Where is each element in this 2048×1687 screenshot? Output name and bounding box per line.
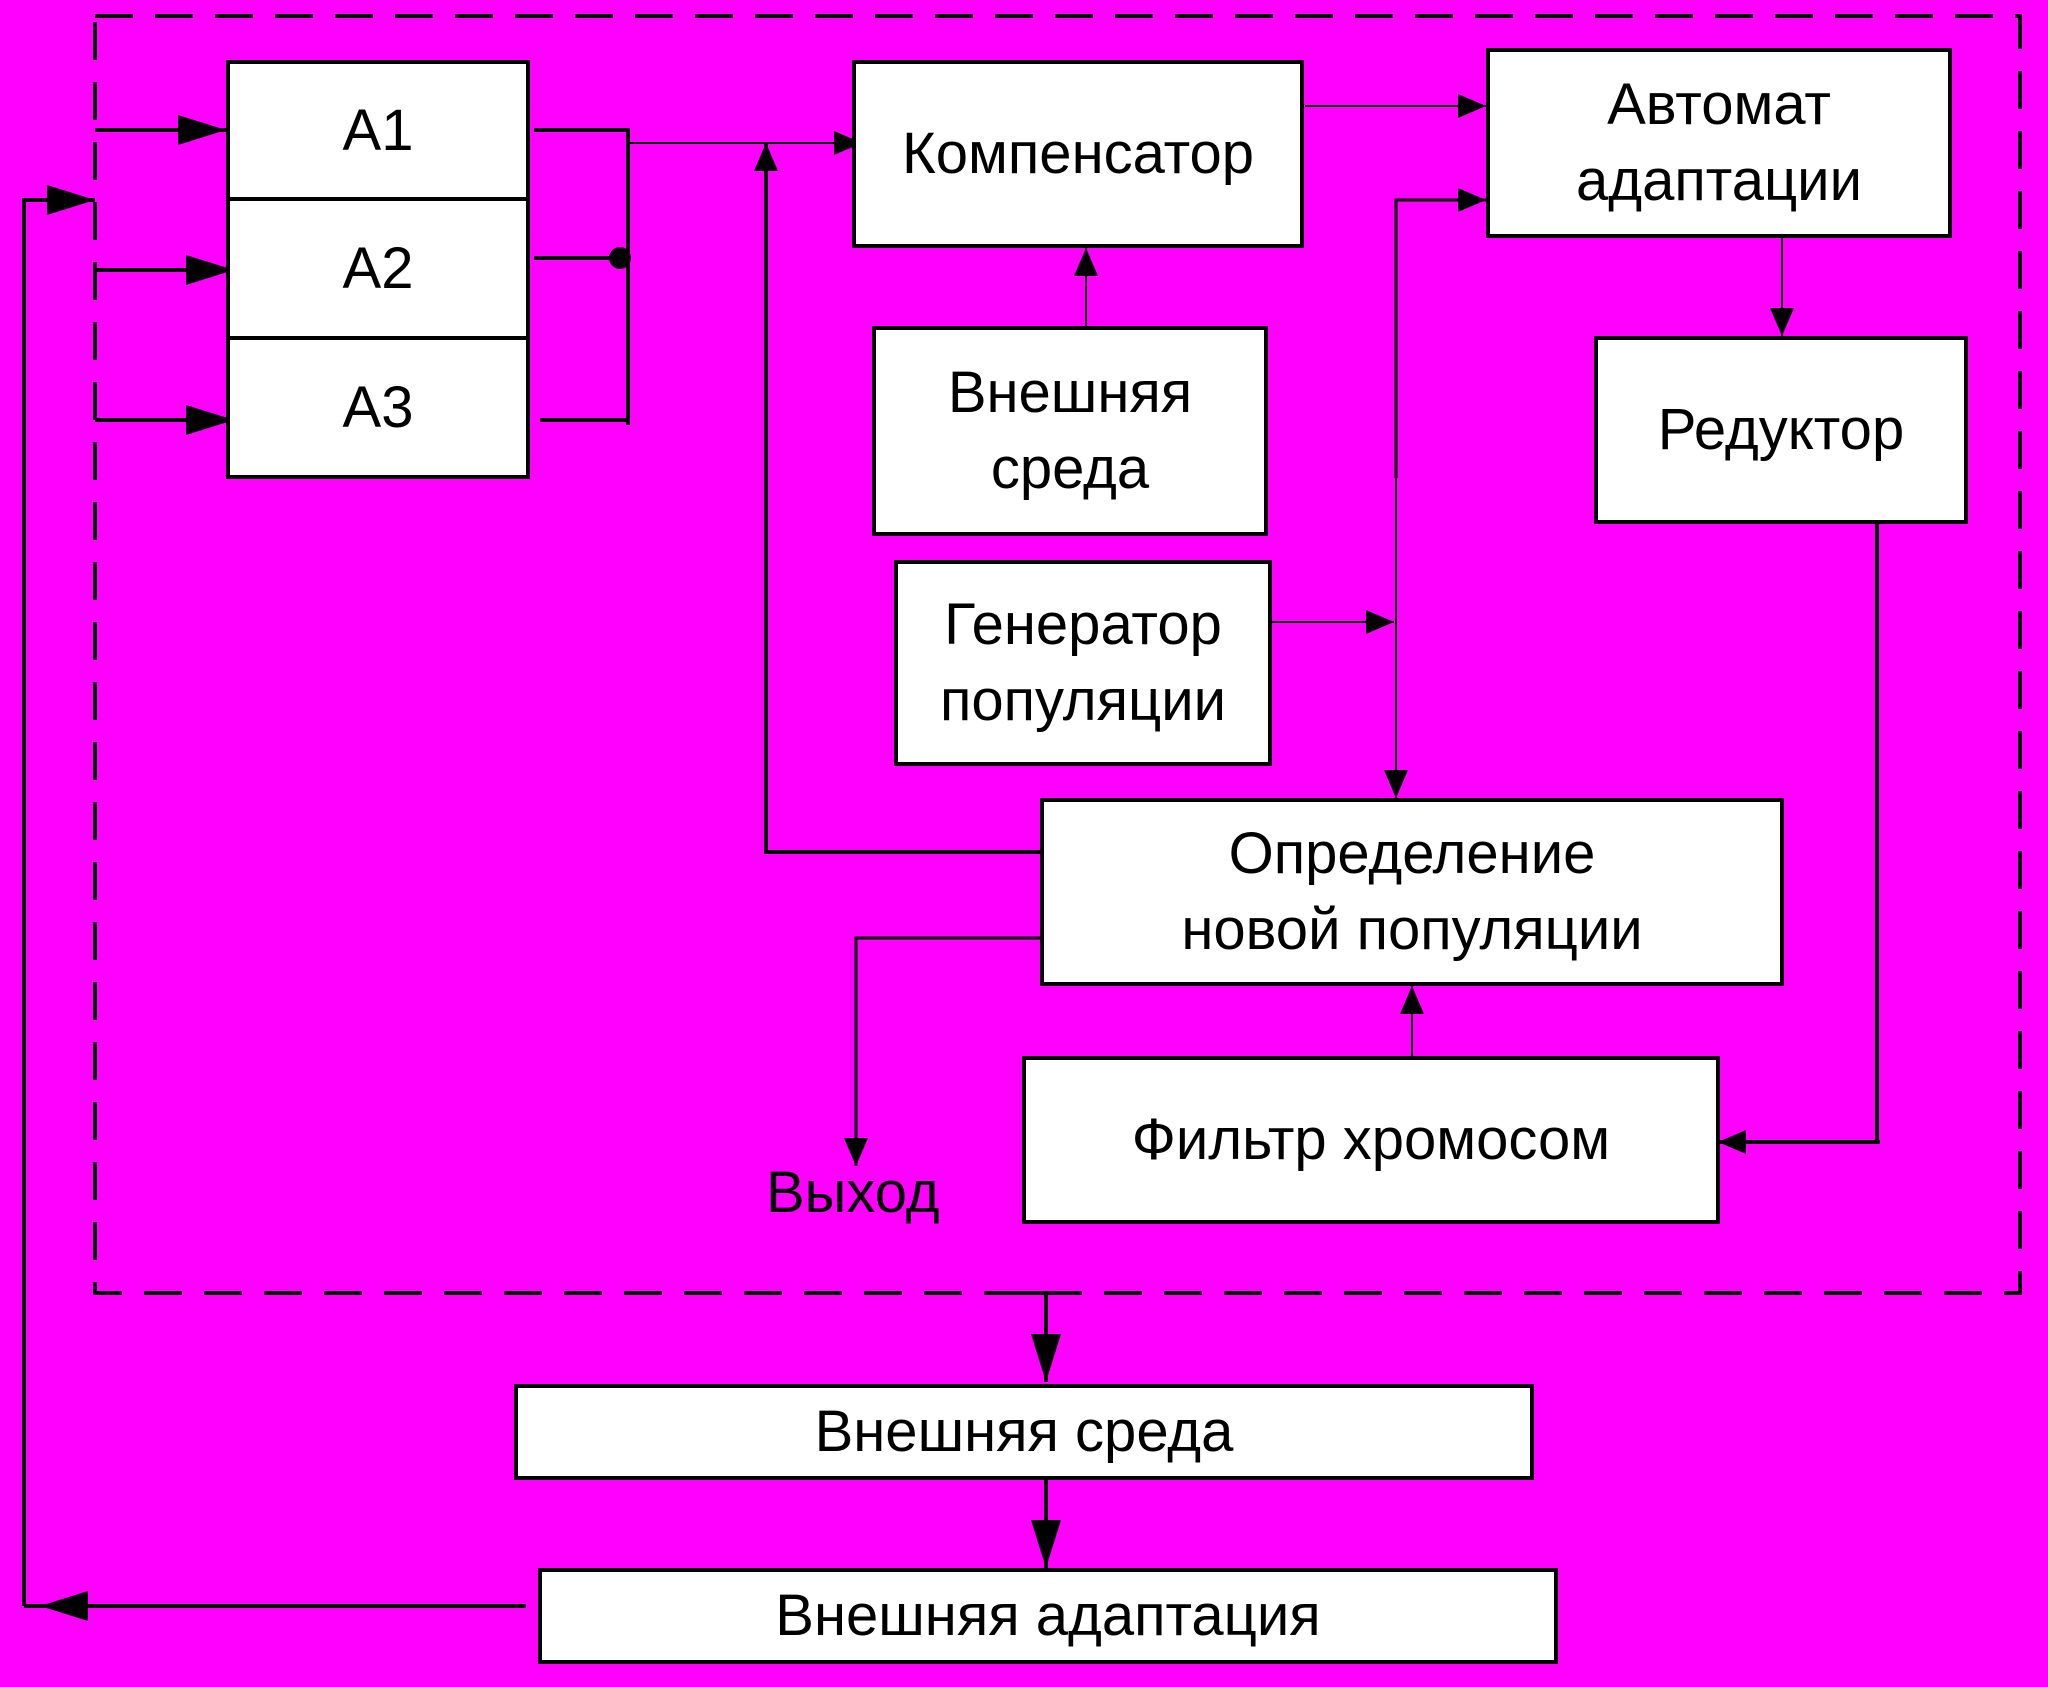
arrow-to-output <box>844 936 1040 1166</box>
block-adaptation-automaton-label: Автомат адаптации <box>1576 72 1862 213</box>
block-external-env-label: Внешняя среда <box>814 1399 1234 1464</box>
block-population-generator-label: Генератор популяции <box>939 592 1227 733</box>
block-a1-label: А1 <box>342 97 414 163</box>
arrow-system-to-external-env <box>1000 1291 1061 1382</box>
block-population-generator: Генератор популяции <box>894 560 1272 766</box>
block-new-population: Определение новой популяции <box>1040 798 1784 986</box>
block-reducer: Редуктор <box>1594 336 1968 524</box>
block-a1: А1 <box>226 60 530 201</box>
block-internal-env-label: Внешняя среда <box>947 360 1193 501</box>
block-a3-label: А3 <box>342 374 414 440</box>
block-compensator: Компенсатор <box>852 60 1304 248</box>
block-external-adaptation-label: Внешняя адаптация <box>775 1583 1321 1648</box>
block-external-env: Внешняя среда <box>514 1384 1534 1480</box>
block-a2-label: А2 <box>342 235 414 301</box>
arrow-feedback-to-system <box>22 185 95 1606</box>
block-new-population-label: Определение новой популяции <box>1181 821 1643 962</box>
junction-dot <box>609 247 631 269</box>
block-chromosome-filter: Фильтр хромосом <box>1022 1056 1720 1224</box>
system-boundary <box>93 14 2022 1295</box>
line-a1-out <box>534 128 630 425</box>
block-chromosome-filter-label: Фильтр хромосом <box>1131 1107 1611 1172</box>
arrow-new-population-to-compensator <box>754 143 1040 854</box>
block-adaptation-automaton: Автомат адаптации <box>1486 48 1952 238</box>
output-label: Выход <box>766 1160 940 1225</box>
arrow-bus-to-automaton <box>1394 188 1486 478</box>
block-external-adaptation: Внешняя адаптация <box>538 1568 1558 1664</box>
block-internal-env: Внешняя среда <box>872 326 1268 536</box>
block-reducer-label: Редуктор <box>1657 397 1905 462</box>
block-a2: А2 <box>226 197 530 340</box>
block-compensator-label: Компенсатор <box>901 121 1255 186</box>
block-a3: А3 <box>226 336 530 479</box>
